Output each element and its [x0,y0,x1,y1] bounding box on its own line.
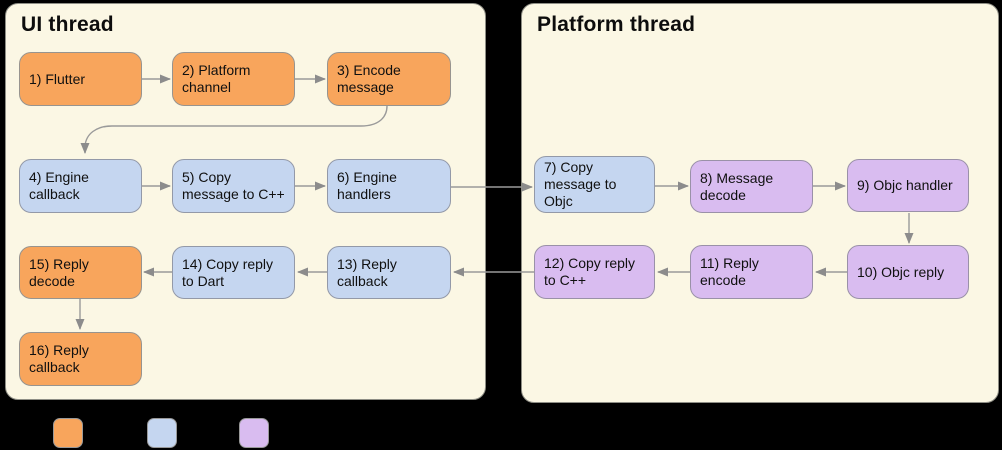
legend-orange-swatch [53,418,83,448]
legend-purple-swatch [239,418,269,448]
node-6-engine-handlers: 6) Engine handlers [327,159,451,213]
node-5-copy-message-cpp: 5) Copy message to C++ [172,159,295,213]
node-12-copy-reply-cpp: 12) Copy reply to C++ [534,245,655,299]
node-11-reply-encode: 11) Reply encode [690,245,813,299]
legend-blue-swatch [147,418,177,448]
node-8-message-decode: 8) Message decode [690,160,813,213]
node-7-copy-message-objc: 7) Copy message to Objc [534,156,655,213]
ui-thread-title: UI thread [21,13,114,36]
node-4-engine-callback: 4) Engine callback [19,159,142,213]
node-2-platform-channel: 2) Platform channel [172,52,295,106]
platform-thread-title: Platform thread [537,13,696,36]
node-14-copy-reply-dart: 14) Copy reply to Dart [172,246,295,299]
node-3-encode-message: 3) Encode message [327,52,451,106]
node-16-reply-callback: 16) Reply callback [19,332,142,386]
node-9-objc-handler: 9) Objc handler [847,159,969,212]
node-10-objc-reply: 10) Objc reply [847,245,969,299]
node-15-reply-decode: 15) Reply decode [19,246,142,299]
node-13-reply-callback: 13) Reply callback [327,246,451,299]
node-1-flutter: 1) Flutter [19,52,142,106]
